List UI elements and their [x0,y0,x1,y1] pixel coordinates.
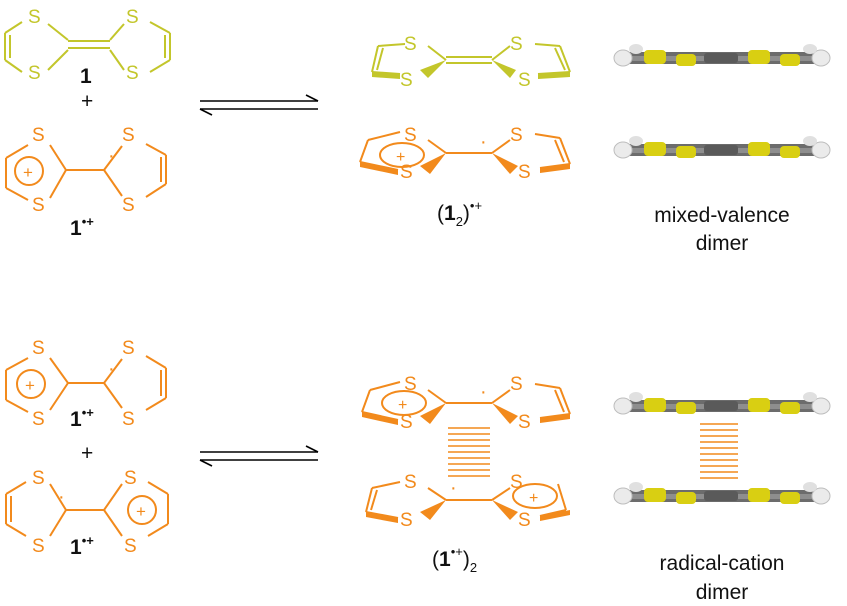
radical-cation-dimer-structure [361,381,571,523]
sulfur-atom: S [510,34,523,55]
sulfur-atom: S [400,412,413,433]
sulfur-atom: S [32,195,45,216]
sulfur-atom: S [28,63,41,84]
compound-label-1-radical-cation: 1•+ [70,214,94,240]
radical-dot: · [108,145,115,167]
sulfur-atom: S [404,125,417,146]
positive-charge: + [23,163,33,182]
sulfur-atom: S [400,162,413,183]
positive-charge: + [398,397,407,414]
product-label-radical-cation-dimer: (1•+)2 [432,544,477,575]
caption-mixed-valence-line2: dimer [696,232,749,255]
positive-charge: + [529,490,538,507]
positive-charge: + [136,502,146,521]
compound-label-1: 1 [80,65,92,88]
sulfur-atom: S [124,536,137,557]
sulfur-atom: S [404,472,417,493]
equilibrium-arrows-top [199,94,319,116]
radical-cation-dimer-3d-model [613,391,831,505]
sulfur-atom: S [126,7,139,28]
sulfur-atom: S [122,195,135,216]
caption-radical-cation-line2: dimer [696,581,749,604]
sulfur-atom: S [32,409,45,430]
caption-mixed-valence-line1: mixed-valence [654,204,789,227]
sulfur-atom: S [400,70,413,91]
sulfur-atom: S [28,7,41,28]
sulfur-atom: S [122,338,135,359]
sulfur-atom: S [510,374,523,395]
radical-dot: · [58,486,65,508]
mixed-valence-dimer-3d-model [613,43,831,159]
equilibrium-arrows-bottom [199,445,319,467]
radical-dot: · [480,131,487,153]
radical-cation-structure-1 [5,355,167,413]
radical-cation-dimer-atoms: S S S S + · S S S S + · [398,374,538,531]
sulfur-atom: S [404,34,417,55]
ttf-neutral-structure [4,21,171,73]
ttf-radical-cation-sulfur-labels: S S S S + · [23,125,135,216]
sulfur-atom: S [518,162,531,183]
radical-cation-structure-2 [5,481,169,537]
sulfur-atom: S [32,536,45,557]
plus-sign: + [81,90,93,113]
radical-dot: · [450,477,457,499]
compound-label-radical-cation-b: 1•+ [70,533,94,559]
mixed-valence-dimer-structure [359,43,571,175]
compound-label-radical-cation-a: 1•+ [70,405,94,431]
ttf-neutral-sulfur-labels: S S S S [28,7,139,84]
sulfur-atom: S [32,338,45,359]
sulfur-atom: S [510,125,523,146]
ttf-radical-cation-structure [5,143,167,201]
sulfur-atom: S [510,472,523,493]
sulfur-atom: S [122,125,135,146]
sulfur-atom: S [404,374,417,395]
sulfur-atom: S [32,125,45,146]
mixed-valence-dimer-atoms: S S S S S S S S + · [396,34,531,183]
product-label-mixed-valence: (12)•+ [437,198,482,229]
radical-dot: · [480,381,487,403]
sulfur-atom: S [518,510,531,531]
plus-sign: + [81,442,93,465]
sulfur-atom: S [518,412,531,433]
sulfur-atom: S [124,468,137,489]
sulfur-atom: S [518,70,531,91]
sulfur-atom: S [32,468,45,489]
positive-charge: + [25,376,35,395]
sulfur-atom: S [126,63,139,84]
sulfur-atom: S [400,510,413,531]
radical-cation-2-atoms: S S S S + · [32,468,146,557]
positive-charge: + [396,149,405,166]
sulfur-atom: S [122,409,135,430]
caption-radical-cation-line1: radical-cation [660,552,785,575]
radical-cation-1-atoms: S S S S + · [25,338,135,430]
radical-dot: · [108,358,115,380]
